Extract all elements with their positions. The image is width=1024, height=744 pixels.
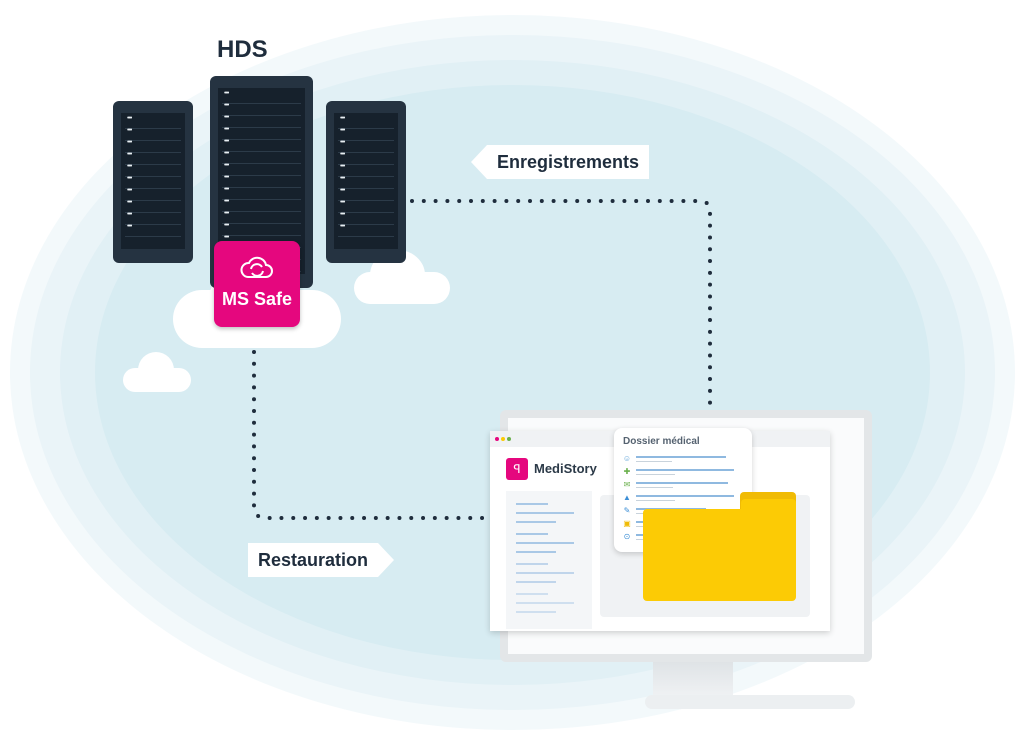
record-line <box>636 495 734 497</box>
server-slot <box>338 223 394 237</box>
server-slot <box>222 114 301 128</box>
cloud-icon <box>138 352 174 388</box>
server-rack <box>334 113 398 249</box>
server-slot <box>338 127 394 141</box>
server-slot <box>222 138 301 152</box>
sidebar-item[interactable] <box>516 593 548 595</box>
bracket-icon: ⊙ <box>623 532 631 541</box>
app-name: MediStory <box>534 461 597 476</box>
server-slot <box>222 198 301 212</box>
medical-cross-icon: ✚ <box>623 467 631 476</box>
medistory-logo-icon: ꟼ <box>506 458 528 480</box>
sidebar-item[interactable] <box>516 533 548 535</box>
folder-icon[interactable] <box>643 509 796 601</box>
server-slot <box>222 150 301 164</box>
cloud-sync-icon <box>240 256 273 278</box>
server-rack <box>121 113 185 249</box>
face-icon: ☺ <box>622 454 632 463</box>
sidebar-item[interactable] <box>516 551 556 553</box>
server-slot <box>338 175 394 189</box>
thumbs-up-icon: ▲ <box>623 493 631 502</box>
record-subline <box>636 461 672 462</box>
upload-path <box>410 199 712 430</box>
server-slot <box>222 126 301 140</box>
ms-safe-badge: MS Safe <box>214 241 300 327</box>
server-slot <box>125 223 181 237</box>
server-slot <box>338 163 394 177</box>
sidebar-item[interactable] <box>516 572 574 574</box>
server-slot <box>338 211 394 225</box>
monitor-stand <box>653 662 733 700</box>
window-dot-close[interactable] <box>495 437 499 441</box>
server-right <box>326 101 406 263</box>
sidebar-item[interactable] <box>516 542 574 544</box>
restore-path <box>252 350 492 520</box>
server-slot <box>222 162 301 176</box>
sidebar-item[interactable] <box>516 602 574 604</box>
record-subline <box>636 474 676 475</box>
sidebar-item[interactable] <box>516 563 548 565</box>
server-slot <box>125 115 181 129</box>
sidebar-item[interactable] <box>516 503 548 505</box>
ms-safe-label: MS Safe <box>221 289 293 309</box>
sidebar-item[interactable] <box>516 512 574 514</box>
record-subline <box>636 487 673 488</box>
server-slot <box>125 199 181 213</box>
server-slot <box>338 139 394 153</box>
record-line <box>636 469 734 471</box>
server-slot <box>222 210 301 224</box>
card-title: Dossier médical <box>623 436 700 447</box>
sidebar-item[interactable] <box>516 611 556 613</box>
sidebar-item[interactable] <box>516 521 556 523</box>
server-slot <box>125 127 181 141</box>
mail-icon: ✉ <box>623 480 631 489</box>
server-slot <box>222 102 301 116</box>
server-slot <box>222 174 301 188</box>
record-row[interactable]: ☺ <box>622 454 744 466</box>
hds-title: HDS <box>217 36 268 63</box>
record-row[interactable]: ✉ <box>622 480 744 492</box>
app-sidebar <box>506 491 592 629</box>
record-row[interactable]: ▲ <box>622 493 744 505</box>
server-slot <box>338 115 394 129</box>
server-slot <box>125 139 181 153</box>
window-dot-maximize[interactable] <box>507 437 511 441</box>
record-line <box>636 456 726 458</box>
server-slot <box>125 175 181 189</box>
window-dot-minimize[interactable] <box>501 437 505 441</box>
server-slot <box>125 163 181 177</box>
server-slot <box>125 211 181 225</box>
server-slot <box>338 199 394 213</box>
record-subline <box>636 500 676 501</box>
server-slot <box>222 222 301 236</box>
record-row[interactable]: ✚ <box>622 467 744 479</box>
server-slot <box>222 186 301 200</box>
server-slot <box>125 151 181 165</box>
server-slot <box>338 187 394 201</box>
record-line <box>636 482 728 484</box>
server-slot <box>338 151 394 165</box>
pen-icon: ✎ <box>623 506 631 515</box>
server-slot <box>125 187 181 201</box>
restore-label: Restauration <box>248 543 395 577</box>
server-left <box>113 101 193 263</box>
monitor-foot <box>645 695 855 709</box>
sidebar-item[interactable] <box>516 581 556 583</box>
upload-label: Enregistrements <box>470 145 650 179</box>
server-slot <box>222 90 301 104</box>
briefcase-icon: ▣ <box>623 519 631 528</box>
